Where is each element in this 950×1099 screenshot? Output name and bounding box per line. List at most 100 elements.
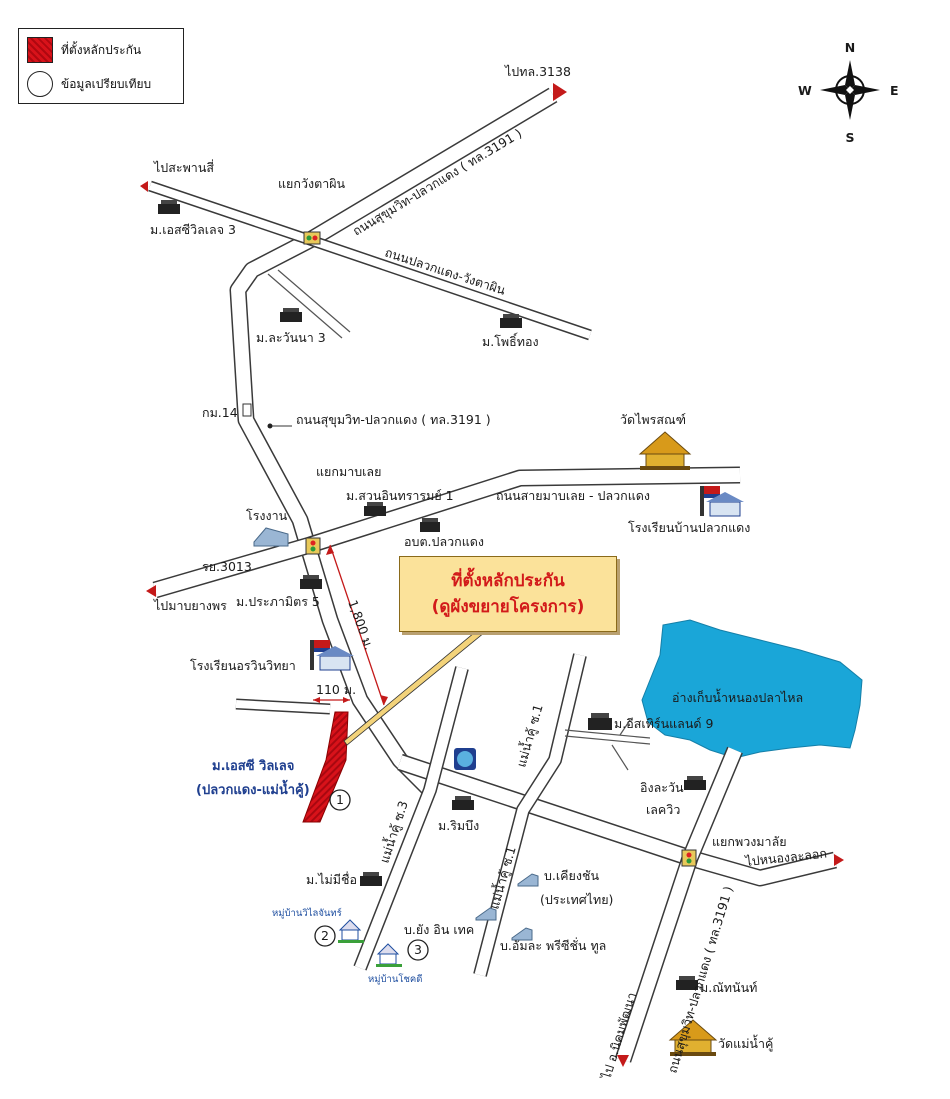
legend-row-collateral: ที่ตั้งหลักประกัน xyxy=(27,37,141,63)
label-factory: โรงงาน xyxy=(246,508,288,523)
traffic-light-icon xyxy=(681,849,697,867)
factory-icon xyxy=(253,527,289,547)
compass-s: S xyxy=(845,130,854,145)
label-wat-phrai-sot: วัดไพรสณฑ์ xyxy=(620,412,686,427)
arrow-to-nong-la-lok xyxy=(834,854,844,866)
distance-1800 xyxy=(326,544,388,706)
label-rd-sukhumvit-upper: ถนนสุขุมวิท-ปลวกแดง ( ทล.3191 ) xyxy=(350,125,525,239)
road-mae-nam-khu-soi1 xyxy=(473,653,587,977)
svg-text:3: 3 xyxy=(414,942,422,957)
km-marker-icon xyxy=(242,403,252,417)
landmark-logo-icon xyxy=(454,748,476,770)
label-rd-sai-map-loei: ถนนสายมาบเลย - ปลวกแดง xyxy=(496,488,650,503)
label-wat-mae-nam-khu: วัดแม่น้ำคู้ xyxy=(718,1034,773,1052)
label-mae-nam-khu-soi1-lower: แม่น้ำคู้ ซ.1 xyxy=(485,844,520,911)
house-icon xyxy=(280,308,302,322)
village-icon xyxy=(338,919,364,943)
village-icon xyxy=(376,943,402,967)
label-village-wilai-chan: หมู่บ้านวิไลจันทร์ xyxy=(272,907,342,919)
road-sukhumvit-3191 xyxy=(229,87,558,797)
label-m-mai-mi-chue: ม.ไม่มีชื่อ xyxy=(306,871,357,887)
school-icon xyxy=(310,640,354,671)
traffic-light-icons xyxy=(303,231,697,867)
label-m-rim-bueng: ม.ริมบึง xyxy=(438,818,479,833)
label-b-omla: บ.อัมละ พรีซีชั่น ทูล xyxy=(500,937,606,954)
school-icon xyxy=(700,486,744,517)
callout-line1: ที่ตั้งหลักประกัน xyxy=(451,571,565,591)
collateral-callout: ที่ตั้งหลักประกัน (ดูผังขยายโครงการ) xyxy=(399,556,617,632)
collateral-site xyxy=(302,711,349,823)
comparison-circle-icon xyxy=(27,71,53,97)
collateral-swatch-icon xyxy=(27,37,53,63)
label-reservoir: อ่างเก็บน้ำหนองปลาไหล xyxy=(672,688,803,705)
compass-w: W xyxy=(798,83,812,98)
label-lake-view: เลควิว xyxy=(646,802,680,817)
arrow-to-map-yang-phon xyxy=(146,585,156,597)
direction-arrows xyxy=(140,83,844,1067)
label-village-chokdee: หมู่บ้านโชคดี xyxy=(368,973,422,985)
house-icon xyxy=(500,314,522,328)
label-m-suan-inthararom: ม.สวนอินทรารมย์ 1 xyxy=(346,488,454,503)
house-icon xyxy=(588,713,612,730)
comparison-marker-2: 2 xyxy=(314,925,336,947)
svg-text:2: 2 xyxy=(321,928,329,943)
label-yaek-phuang-malai: แยกพวงมาลัย xyxy=(712,834,787,849)
roads xyxy=(148,87,837,1063)
km-point xyxy=(267,423,273,429)
arrow-to-hl3138 xyxy=(553,83,567,101)
label-dist-110: 110 ม. xyxy=(316,682,356,697)
factory-icon xyxy=(475,907,497,921)
factory-icon xyxy=(517,873,539,887)
road-map-loei xyxy=(152,466,741,599)
building-icons xyxy=(158,200,706,990)
label-b-khiang-chan-sub: (ประเทศไทย) xyxy=(540,892,613,907)
label-to-hl3138: ไปทล.3138 xyxy=(504,64,571,79)
reservoir-area xyxy=(641,619,863,759)
legend-comparison-label: ข้อมูลเปรียบเทียบ xyxy=(61,76,152,91)
label-to-saphan-si: ไปสะพานสี่ xyxy=(153,159,214,175)
legend-collateral-label: ที่ตั้งหลักประกัน xyxy=(61,42,142,57)
temple-icon xyxy=(638,431,692,470)
house-icon xyxy=(300,575,322,589)
label-sc-village-name: ม.เอสซี วิลเลจ xyxy=(212,758,294,774)
temple-icon xyxy=(668,1019,718,1056)
label-ry3013: รย.3013 xyxy=(202,559,252,574)
label-b-khiang-chan: บ.เคียงชัน xyxy=(544,868,599,883)
distance-110 xyxy=(313,697,350,703)
house-icon xyxy=(684,776,706,790)
map-legend: ที่ตั้งหลักประกัน ข้อมูลเปรียบเทียบ xyxy=(18,28,184,104)
label-m-eastern-land: ม.อีสเทิร์นแลนด์ 9 xyxy=(614,716,713,731)
label-km14: กม.14 xyxy=(202,405,238,420)
label-m-nathanan: ม.ณัทนันท์ xyxy=(700,980,757,995)
factory-icon xyxy=(511,927,533,941)
label-m-pho-thong: ม.โพธิ์ทอง xyxy=(482,332,539,349)
label-sc-village-sub: (ปลวกแดง-แม่น้ำคู้) xyxy=(196,779,310,798)
compass-e: E xyxy=(890,83,899,98)
traffic-light-icon xyxy=(303,231,321,245)
svg-text:1: 1 xyxy=(336,792,344,807)
label-obt-pluak-daeng: อบต.ปลวกแดง xyxy=(404,534,484,549)
house-icon xyxy=(360,872,382,886)
arrow-to-saphan-si xyxy=(140,181,148,192)
comparison-marker-1: 1 xyxy=(329,789,351,811)
road-to-nong-la-lok xyxy=(397,753,837,887)
label-mae-nam-khu-soi1-upper: แม่น้ำคู้ ซ.1 xyxy=(512,702,547,769)
label-school-orawin: โรงเรียนอรวินวิทยา xyxy=(190,658,296,673)
traffic-light-icon xyxy=(305,537,321,555)
road-school xyxy=(235,698,331,715)
callout-line2: (ดูผังขยายโครงการ) xyxy=(431,597,585,617)
house-icon xyxy=(420,518,440,532)
label-to-map-yang-phon: ไปมาบยางพร xyxy=(153,598,227,613)
label-dist-1800: 1,800 ม. xyxy=(345,598,377,652)
house-icon xyxy=(452,796,474,810)
house-icon xyxy=(676,976,698,990)
legend-row-comparison: ข้อมูลเปรียบเทียบ xyxy=(27,71,151,97)
label-school-ban-pluak-daeng: โรงเรียนบ้านปลวกแดง xyxy=(628,520,750,535)
label-rd-sukhumvit-mid: ถนนสุขุมวิท-ปลวกแดง ( ทล.3191 ) xyxy=(296,412,491,428)
label-yaek-map-loei: แยกมาบเลย xyxy=(316,464,381,479)
label-b-yang-in-tech: บ.ยัง อิน เทค xyxy=(404,922,474,937)
compass-n: N xyxy=(845,40,855,55)
label-yaek-wang-ta-phin: แยกวังตาผิน xyxy=(278,176,346,191)
